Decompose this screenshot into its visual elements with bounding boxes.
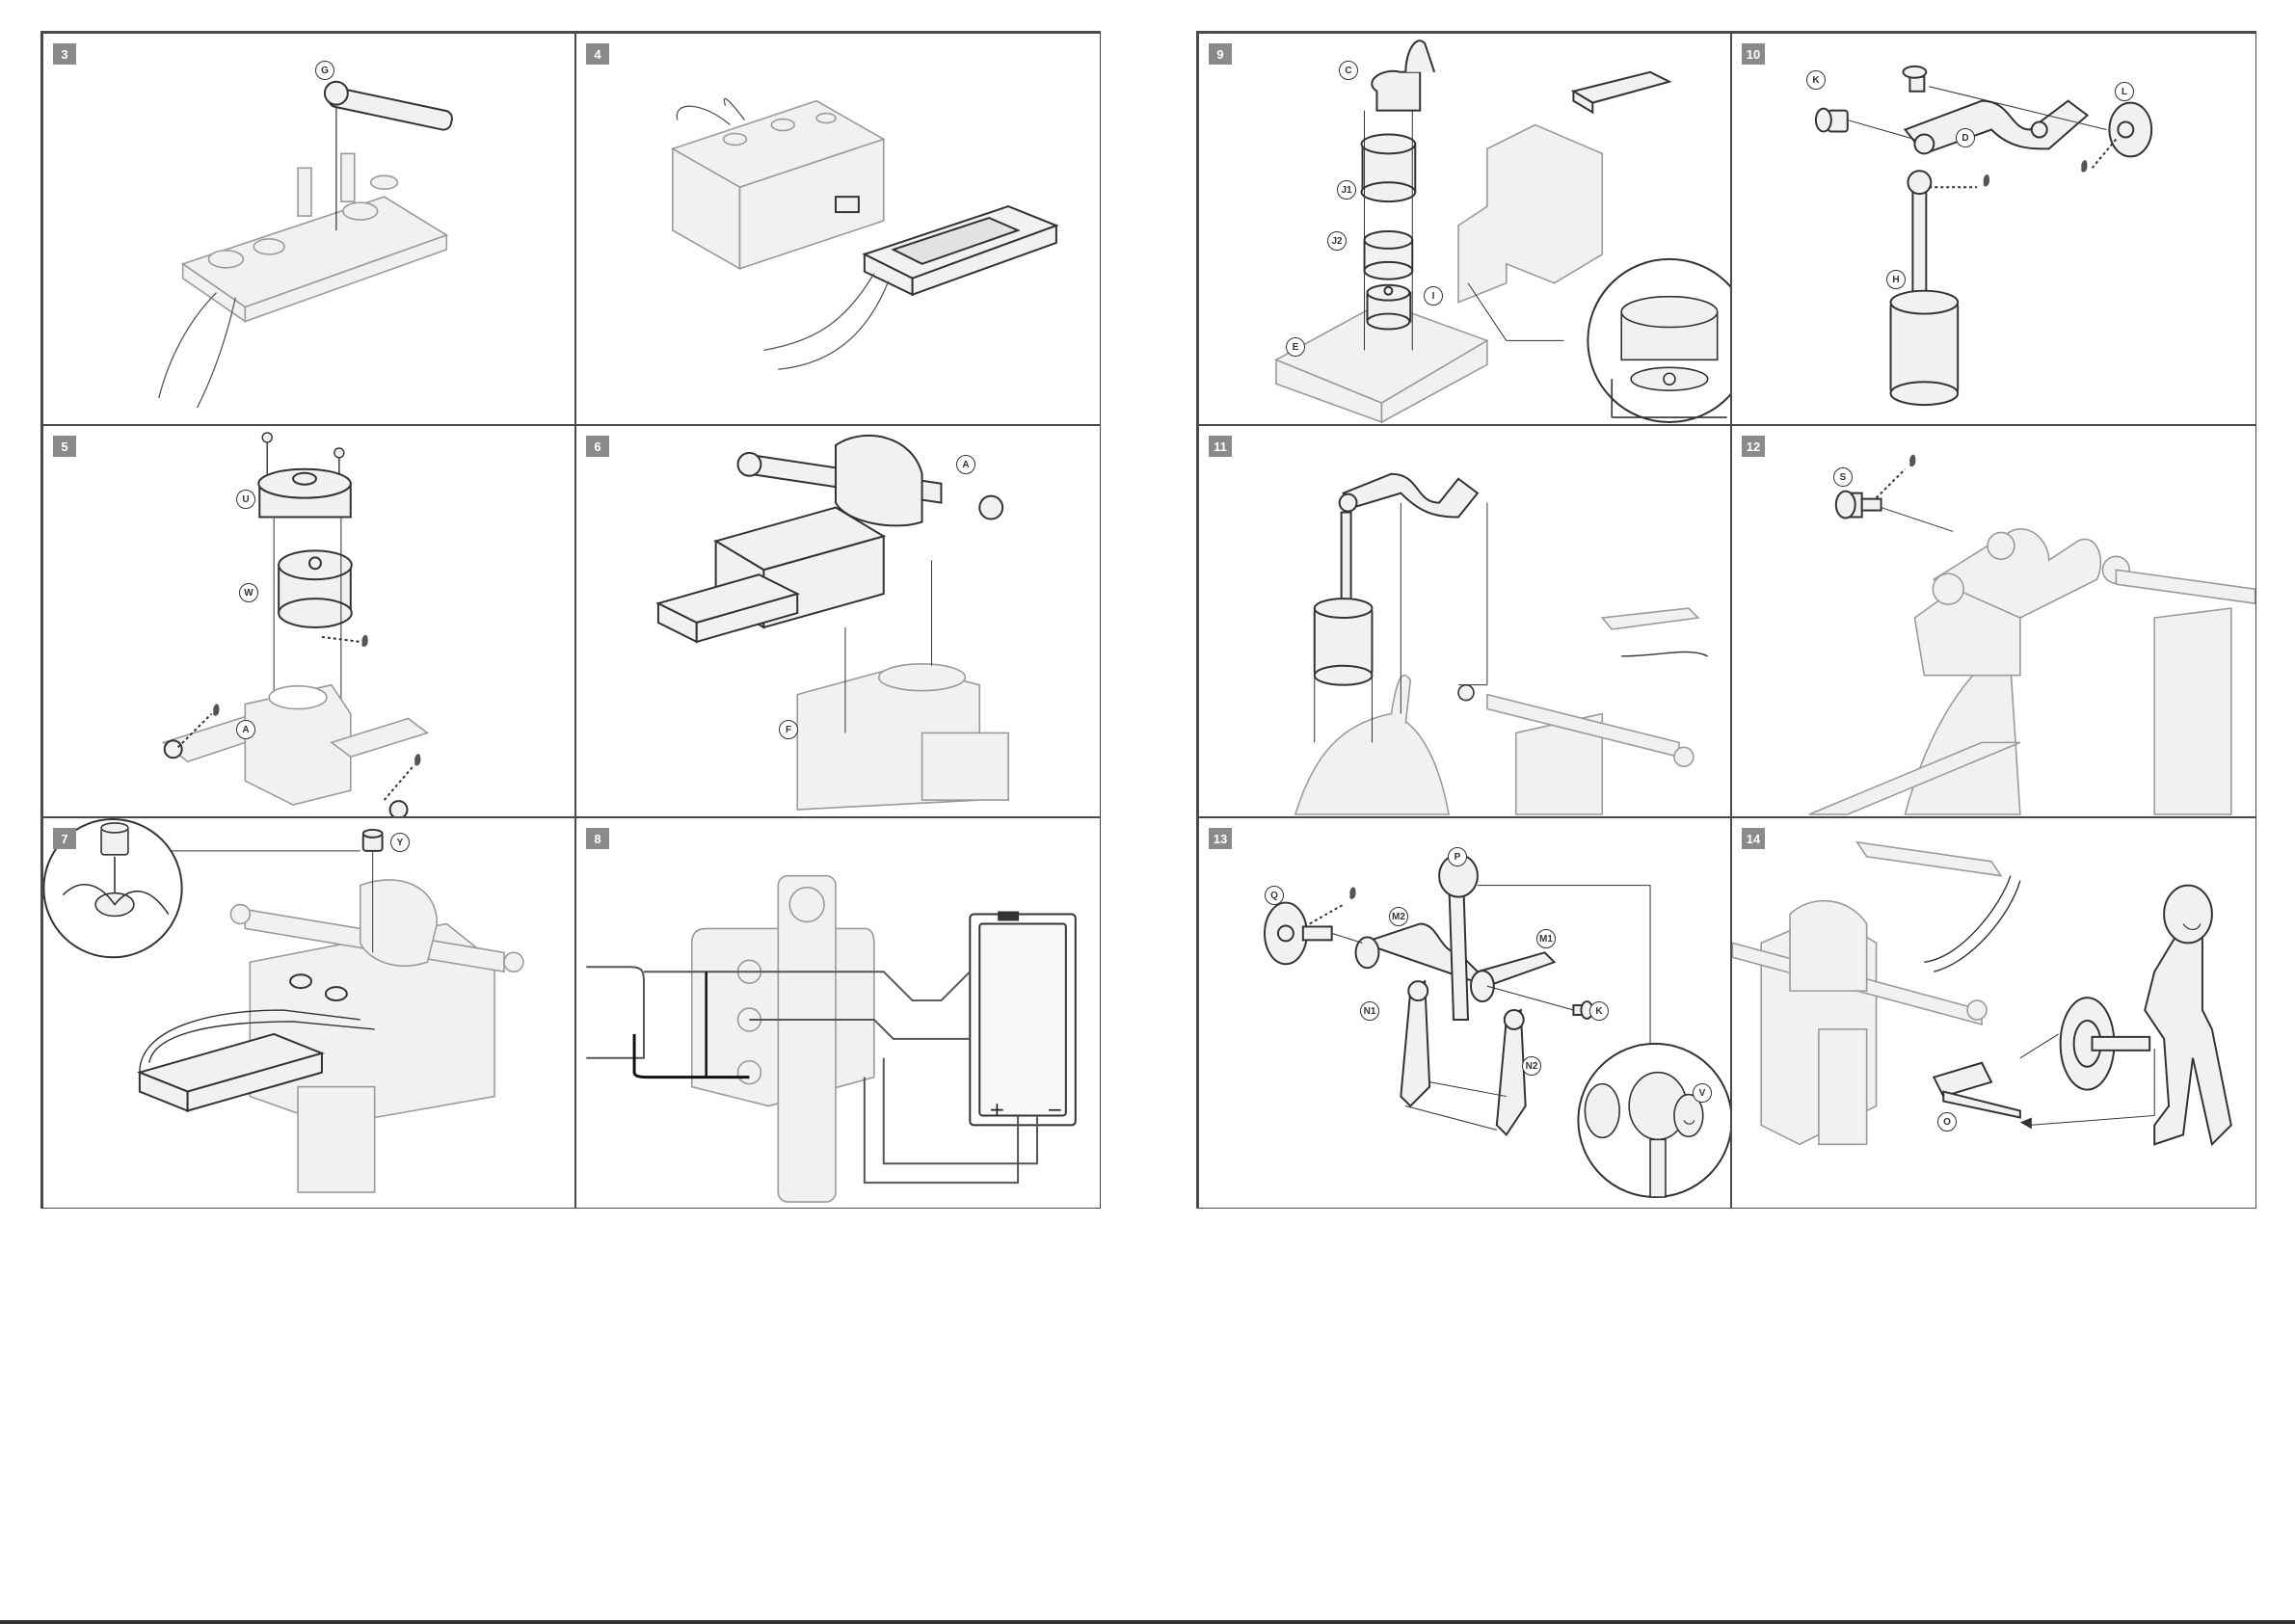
part-callout: S bbox=[1833, 467, 1853, 487]
step-number: 14 bbox=[1742, 828, 1765, 849]
step-11-panel: 11 bbox=[1198, 425, 1731, 817]
step-13-panel: 13 bbox=[1198, 817, 1731, 1209]
step-number: 5 bbox=[53, 436, 76, 457]
battery-minus-label: − bbox=[1047, 1098, 1063, 1121]
step-number: 6 bbox=[586, 436, 609, 457]
part-callout: Q bbox=[1265, 886, 1284, 905]
step-14-panel: 14 bbox=[1731, 817, 2256, 1209]
step-8-illustration bbox=[576, 818, 1100, 1208]
step-3-illustration bbox=[43, 34, 574, 424]
instruction-sheet-right: 9 bbox=[1196, 31, 2256, 1209]
step-14-illustration bbox=[1732, 818, 2255, 1208]
step-8-panel: 8 bbox=[575, 817, 1101, 1209]
step-12-illustration bbox=[1732, 426, 2255, 816]
step-7-illustration bbox=[43, 818, 574, 1208]
part-callout: E bbox=[1286, 337, 1305, 357]
step-number: 8 bbox=[586, 828, 609, 849]
part-callout: H bbox=[1886, 270, 1906, 289]
step-13-illustration bbox=[1199, 818, 1730, 1208]
step-number: 3 bbox=[53, 43, 76, 65]
step-number: 9 bbox=[1209, 43, 1232, 65]
step-10-illustration bbox=[1732, 34, 2255, 424]
step-4-illustration bbox=[576, 34, 1100, 424]
part-callout: J1 bbox=[1337, 180, 1356, 200]
part-callout: P bbox=[1448, 847, 1467, 866]
step-number: 11 bbox=[1209, 436, 1232, 457]
part-callout: J2 bbox=[1327, 231, 1347, 251]
step-number: 13 bbox=[1209, 828, 1232, 849]
part-callout: K bbox=[1589, 1001, 1609, 1021]
step-6-panel: 6 A F bbox=[575, 425, 1101, 817]
step-number: 12 bbox=[1742, 436, 1765, 457]
part-callout: D bbox=[1956, 128, 1975, 147]
part-callout: L bbox=[2115, 82, 2134, 101]
step-6-illustration bbox=[576, 426, 1100, 816]
part-callout: G bbox=[315, 61, 334, 80]
part-callout: A bbox=[236, 720, 255, 739]
part-callout: Y bbox=[390, 833, 410, 852]
step-11-illustration bbox=[1199, 426, 1730, 816]
part-callout: V bbox=[1693, 1083, 1712, 1103]
part-callout: I bbox=[1424, 286, 1443, 306]
step-7-panel: 7 bbox=[42, 817, 575, 1209]
step-number: 4 bbox=[586, 43, 609, 65]
part-callout: A bbox=[956, 455, 975, 474]
bottom-edge-line bbox=[0, 1620, 2295, 1624]
instruction-sheet-left: 3 G 4 bbox=[40, 31, 1101, 1209]
step-5-illustration bbox=[43, 426, 574, 816]
part-callout: O bbox=[1937, 1112, 1957, 1131]
part-callout: N2 bbox=[1522, 1056, 1541, 1076]
step-number: 7 bbox=[53, 828, 76, 849]
part-callout: C bbox=[1339, 61, 1358, 80]
step-9-panel: 9 bbox=[1198, 33, 1731, 425]
step-10-panel: 10 bbox=[1731, 33, 2256, 425]
step-5-panel: 5 bbox=[42, 425, 575, 817]
part-callout: M1 bbox=[1536, 929, 1556, 948]
step-4-panel: 4 bbox=[575, 33, 1101, 425]
step-number: 10 bbox=[1742, 43, 1765, 65]
battery-plus-label: + bbox=[989, 1098, 1005, 1121]
step-3-panel: 3 G bbox=[42, 33, 575, 425]
part-callout: U bbox=[236, 490, 255, 509]
part-callout: F bbox=[779, 720, 798, 739]
part-callout: W bbox=[239, 583, 258, 602]
part-callout: N1 bbox=[1360, 1001, 1379, 1021]
part-callout: M2 bbox=[1389, 907, 1408, 926]
part-callout: K bbox=[1806, 70, 1826, 90]
step-9-illustration bbox=[1199, 34, 1730, 424]
step-12-panel: 12 S bbox=[1731, 425, 2256, 817]
